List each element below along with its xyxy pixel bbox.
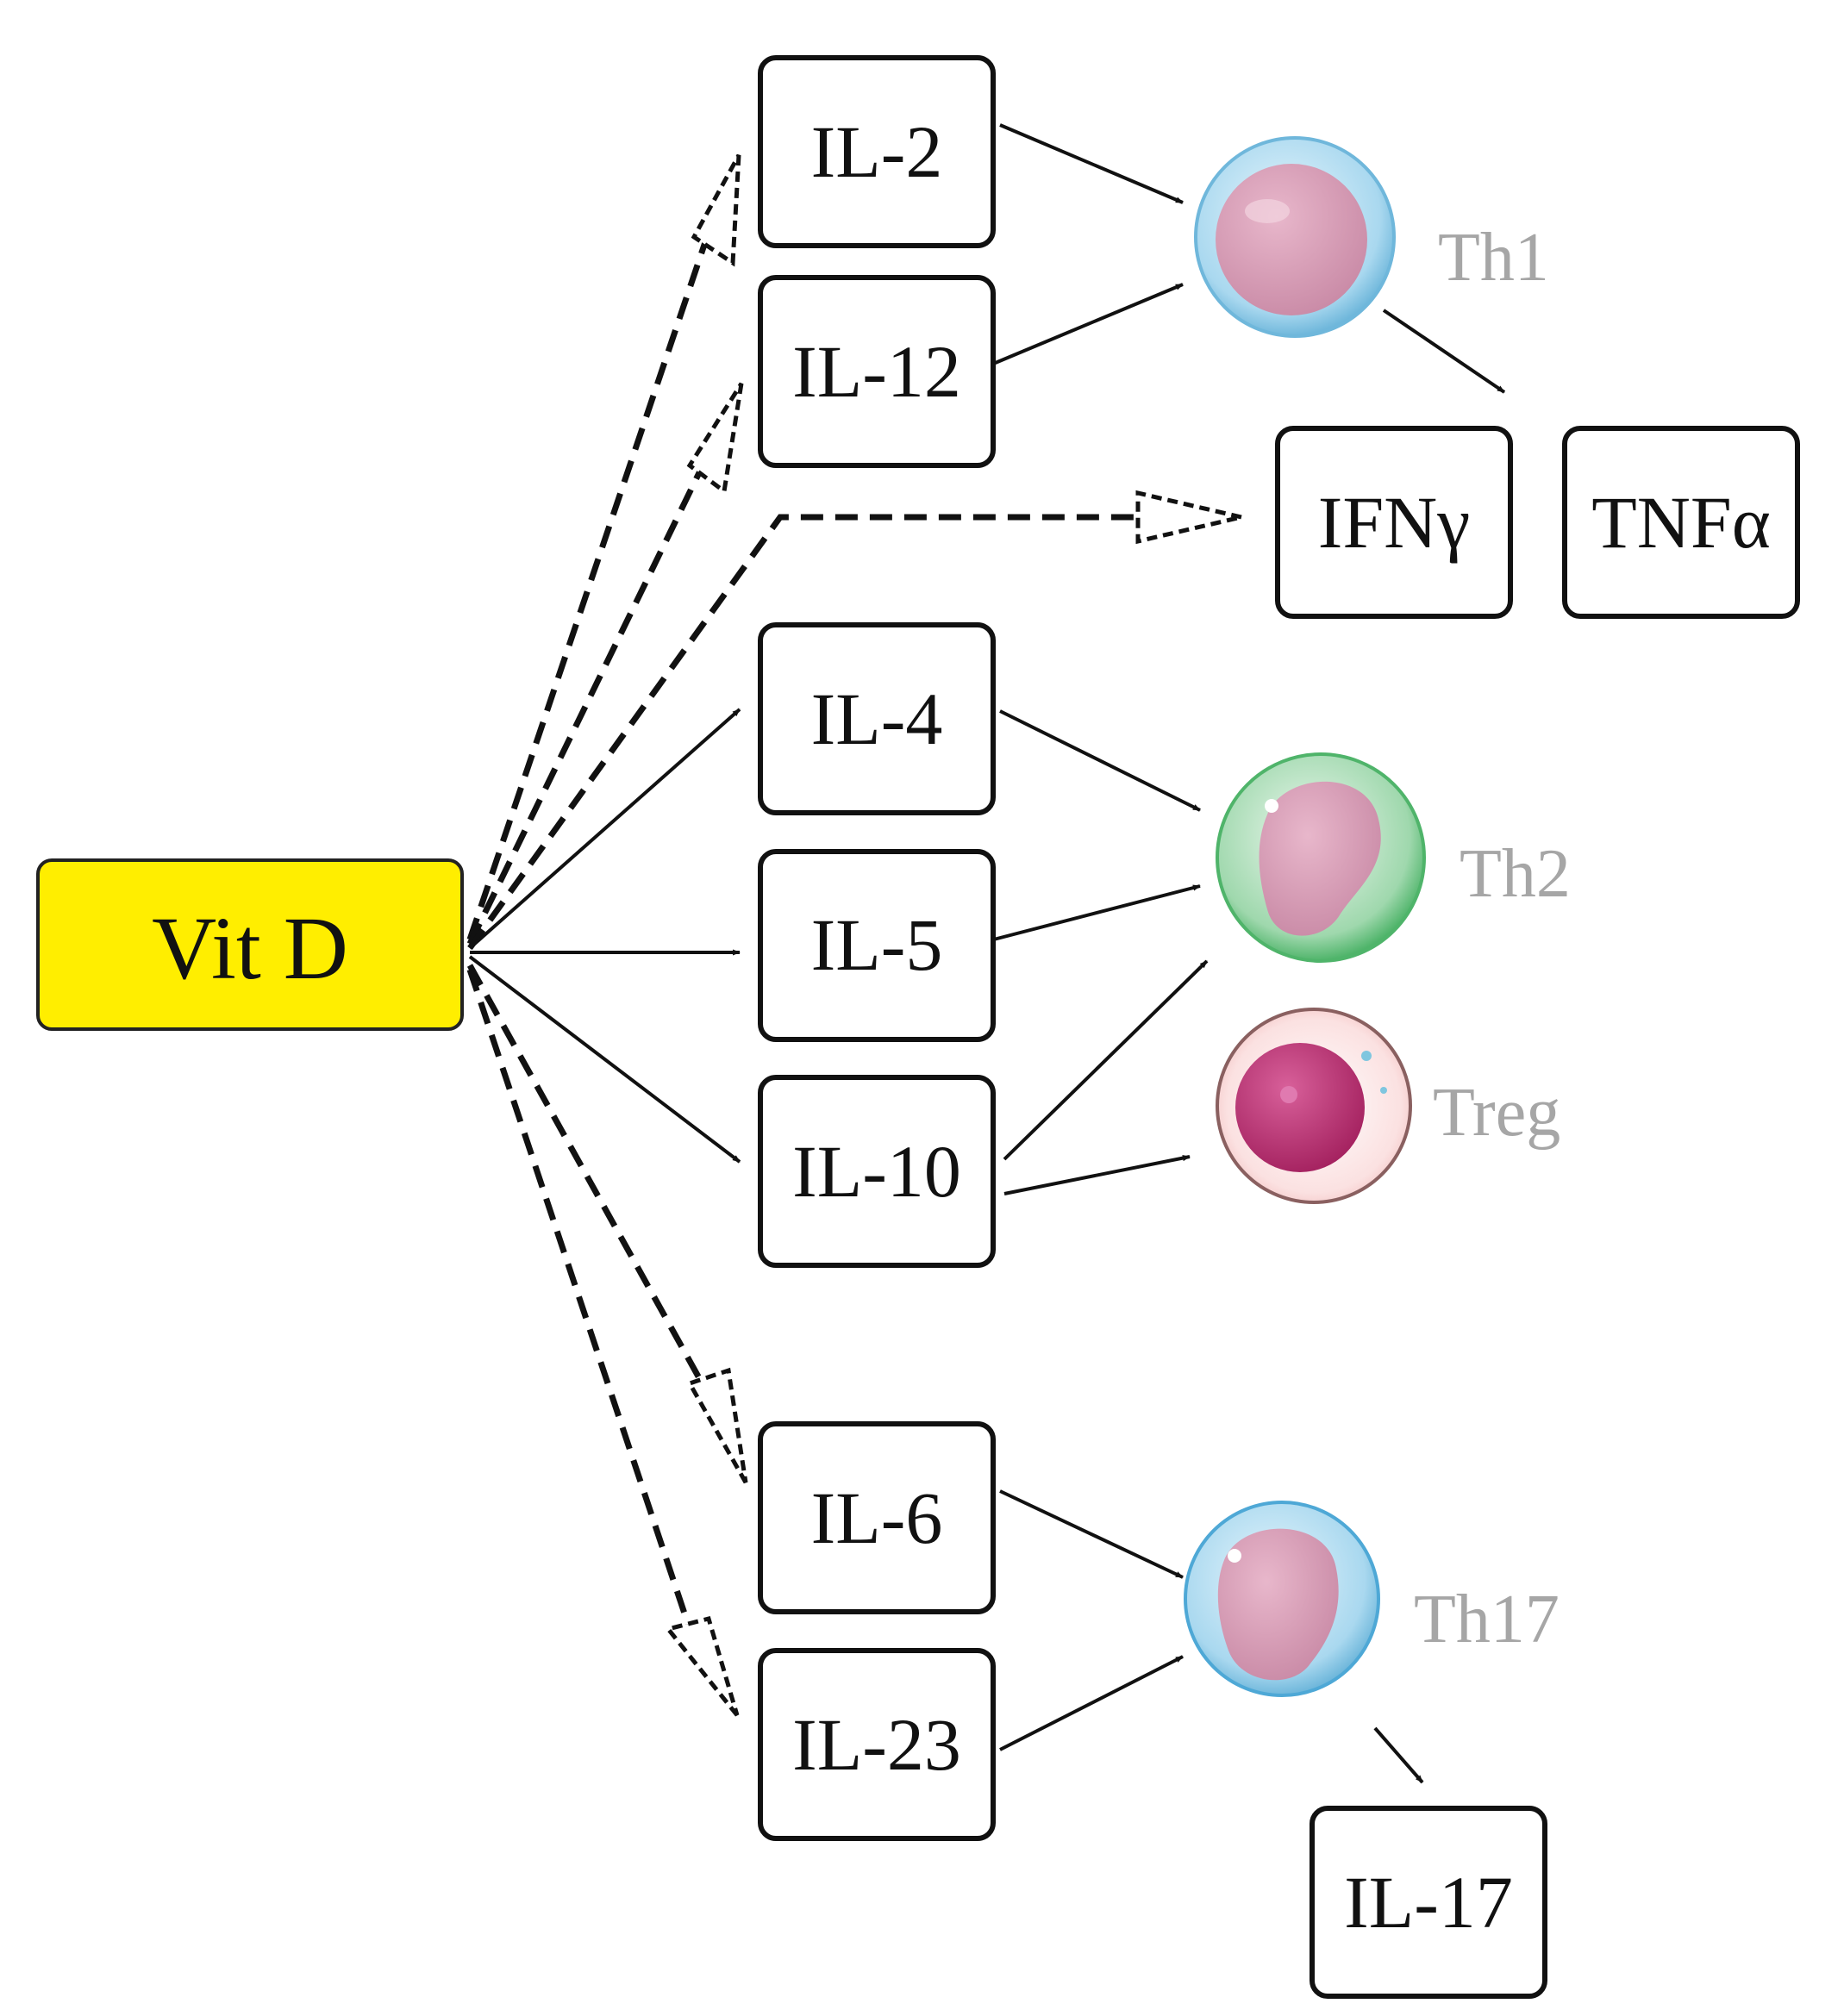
il2-label: IL-2 (811, 110, 943, 193)
il6-box (758, 1421, 996, 1614)
vitd-label: Vit D (152, 899, 348, 998)
tnfa-box (1562, 426, 1800, 619)
il17-box (1310, 1806, 1547, 1999)
inhibit-arrow-il12 (466, 455, 710, 946)
arrow-il2-th1 (999, 123, 1184, 204)
il10-box (758, 1075, 996, 1268)
cytokine-il12: IL-12 (758, 275, 996, 468)
ifng-label: IFNγ (1318, 481, 1471, 564)
inhibit-arrow-il6 (466, 964, 710, 1394)
th1-nucleus (1216, 164, 1367, 315)
inhibition-arrows (466, 153, 1242, 1717)
th17-label: Th17 (1414, 1582, 1560, 1657)
inhibit-head-il23 (664, 1615, 740, 1717)
th1-label: Th1 (1438, 220, 1549, 296)
il17-label: IL-17 (1344, 1861, 1513, 1944)
th17-nucleus (1217, 1528, 1339, 1681)
treg-speck-2 (1380, 1087, 1387, 1094)
arrow-il4-th2 (999, 709, 1201, 812)
il23-label: IL-23 (792, 1703, 961, 1786)
inhibit-head-il12 (686, 382, 744, 496)
arrow-il6-th17 (999, 1489, 1184, 1579)
il23-box (758, 1648, 996, 1841)
th2-speck (1265, 799, 1278, 813)
cytokine-il23: IL-23 (758, 1648, 996, 1841)
treg-label: Treg (1433, 1075, 1560, 1151)
treg-speck-1 (1361, 1051, 1372, 1061)
output-tnfa: TNFα (1562, 426, 1800, 619)
treg-cell (1216, 1008, 1412, 1204)
cytokine-il2: IL-2 (758, 55, 996, 248)
arrow-il10-treg (1003, 1155, 1191, 1195)
il12-label: IL-12 (792, 330, 961, 413)
cytokine-il10: IL-10 (758, 1075, 996, 1268)
th2-cell (1216, 752, 1426, 963)
il4-label: IL-4 (811, 677, 943, 760)
treg-nucleolus (1280, 1086, 1297, 1103)
il10-label: IL-10 (792, 1130, 961, 1213)
arrow-il5-th2 (986, 884, 1201, 943)
th17-speck (1228, 1549, 1241, 1563)
inhibit-arrow-il2 (466, 235, 710, 941)
tnfa-label: TNFα (1591, 481, 1771, 564)
arrow-vitd-il4 (468, 708, 741, 950)
il5-label: IL-5 (811, 903, 943, 986)
il4-box (758, 622, 996, 815)
th2-label: Th2 (1460, 836, 1571, 912)
arrow-il23-th17 (999, 1655, 1184, 1751)
inhibit-head-il2 (691, 153, 741, 267)
il2-box (758, 55, 996, 248)
arrow-il12-th1 (986, 283, 1184, 368)
stimulation-arrows (468, 123, 1506, 1784)
treg-nucleus (1235, 1043, 1365, 1172)
output-il17: IL-17 (1310, 1806, 1547, 1999)
th1-cell (1194, 136, 1396, 338)
inhibit-arrow-ifng (467, 514, 1138, 951)
arrow-vitd-il10 (468, 955, 741, 1164)
vitd-node: Vit D (36, 858, 464, 1031)
il12-box (758, 275, 996, 468)
arrow-th1-ifng (1382, 309, 1506, 394)
ifng-box (1275, 426, 1513, 619)
output-ifng: IFNγ (1275, 426, 1513, 619)
inhibit-head-il6 (686, 1367, 748, 1484)
inhibit-arrow-il23 (466, 968, 693, 1631)
th2-nucleus (1259, 781, 1381, 936)
vitd-box (36, 858, 464, 1031)
cytokine-il5: IL-5 (758, 849, 996, 1042)
il5-box (758, 849, 996, 1042)
cytokine-il6: IL-6 (758, 1421, 996, 1614)
th1-highlight (1245, 199, 1290, 223)
th17-cell (1184, 1501, 1380, 1697)
inhibit-head-ifng (1135, 490, 1242, 545)
il6-label: IL-6 (811, 1476, 943, 1559)
arrow-il10-th2 (1003, 959, 1209, 1161)
cytokine-il4: IL-4 (758, 622, 996, 815)
arrow-th17-il17 (1373, 1726, 1424, 1784)
